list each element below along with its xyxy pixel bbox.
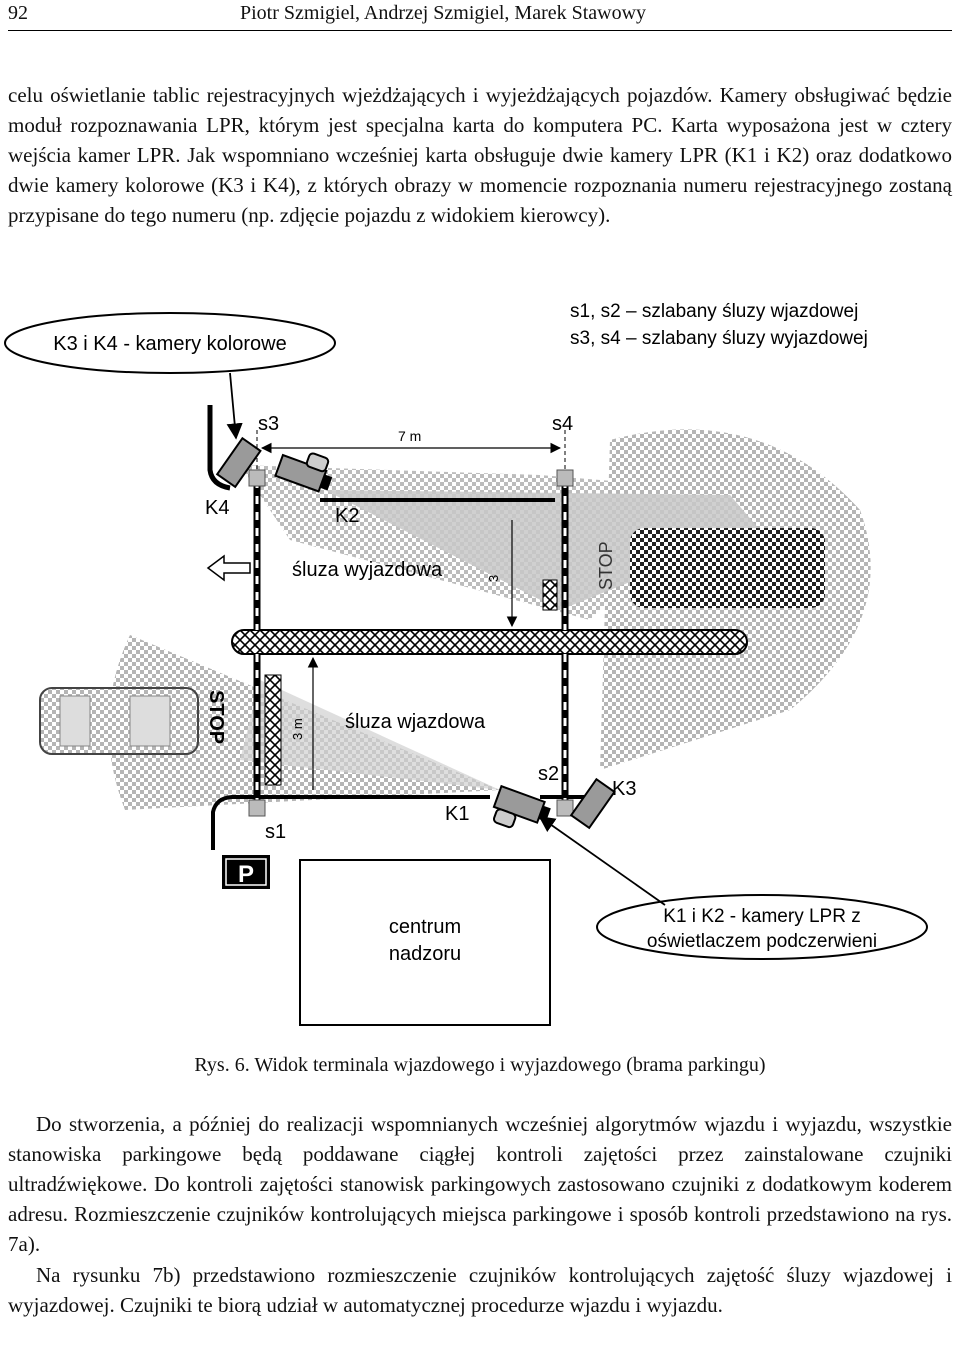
k1-field-of-view-inner [240, 680, 500, 790]
exit-direction-arrow [206, 554, 251, 582]
paragraph-2: Do stworzenia, a później do realizacji w… [8, 1112, 952, 1256]
road-marking-entry [264, 674, 282, 786]
callout-lpr-line1: K1 i K2 - kamery LPR z [663, 906, 860, 927]
barrier-post-s4 [556, 469, 574, 487]
camera-k3 [569, 777, 616, 830]
label-s4: s4 [552, 413, 573, 435]
control-center-line1: centrum [389, 916, 461, 938]
exit-dim-label: 3 [486, 575, 501, 582]
control-center-line2: nadzoru [389, 943, 461, 965]
callout-lpr-bubble [596, 894, 928, 960]
label-s1: s1 [265, 821, 286, 843]
road-marking-exit [542, 579, 558, 611]
callout-color-cameras-text: K3 i K4 - kamery kolorowe [53, 333, 286, 355]
callout-lpr-pointer [538, 816, 666, 906]
entry-dim-label: 3 m [290, 718, 305, 740]
running-head-authors: Piotr Szmigiel, Andrzej Szmigiel, Marek … [240, 2, 647, 24]
label-s2: s2 [538, 763, 559, 785]
callout-color-cameras-pointer [226, 372, 243, 440]
paragraph-1: celu oświetlanie tablic rejestracyjnych … [8, 83, 952, 227]
legend-exit-entry-line2: s3, s4 – szlabany śluzy wyjazdowej [570, 328, 868, 349]
header-rule [8, 30, 952, 31]
barrier-post-s3 [248, 469, 266, 487]
entering-vehicle [39, 687, 199, 755]
camera-k2 [274, 452, 333, 493]
distance-label: 7 m [398, 428, 421, 444]
barrier-post-s1 [248, 799, 266, 817]
label-s3: s3 [258, 413, 279, 435]
curb-entry [211, 795, 490, 850]
stop-line-label-entry: STOP [205, 690, 227, 744]
exiting-vehicle [630, 528, 825, 608]
figure-gate-diagram: 7 m 3 3 m STOP STOP K3 i K4 - kamery kol… [4, 301, 928, 1026]
parking-sign: P [222, 855, 270, 889]
control-center-box [299, 859, 551, 1026]
parking-sign-letter: P [238, 861, 254, 888]
curb-exit [207, 405, 231, 491]
traffic-island [231, 629, 748, 655]
camera-k1 [492, 784, 551, 829]
label-k1: K1 [445, 803, 469, 825]
entry-lock-label: śluza wjazdowa [345, 711, 486, 733]
exit-lock-label: śluza wyjazdowa [292, 559, 443, 581]
label-k3: K3 [612, 778, 636, 800]
callout-lpr-line2: oświetlaczem podczerwieni [647, 931, 877, 952]
page-header: 92 Piotr Szmigiel, Andrzej Szmigiel, Mar… [0, 0, 960, 34]
legend-exit-entry-line1: s1, s2 – szlabany śluzy wjazdowej [570, 301, 858, 322]
page-number: 92 [8, 2, 28, 24]
figure-caption: Rys. 6. Widok terminala wjazdowego i wyj… [194, 1054, 766, 1076]
camera-k4 [215, 436, 262, 489]
callout-color-cameras-bubble [4, 312, 336, 374]
label-k2: K2 [335, 505, 359, 527]
k2-field-of-view [325, 490, 760, 610]
barrier-post-s2 [556, 799, 574, 817]
label-k4: K4 [205, 497, 229, 519]
paragraph-3: Na rysunku 7b) przedstawiono rozmieszcze… [8, 1263, 952, 1317]
stop-line-label-exit: STOP [596, 541, 616, 590]
